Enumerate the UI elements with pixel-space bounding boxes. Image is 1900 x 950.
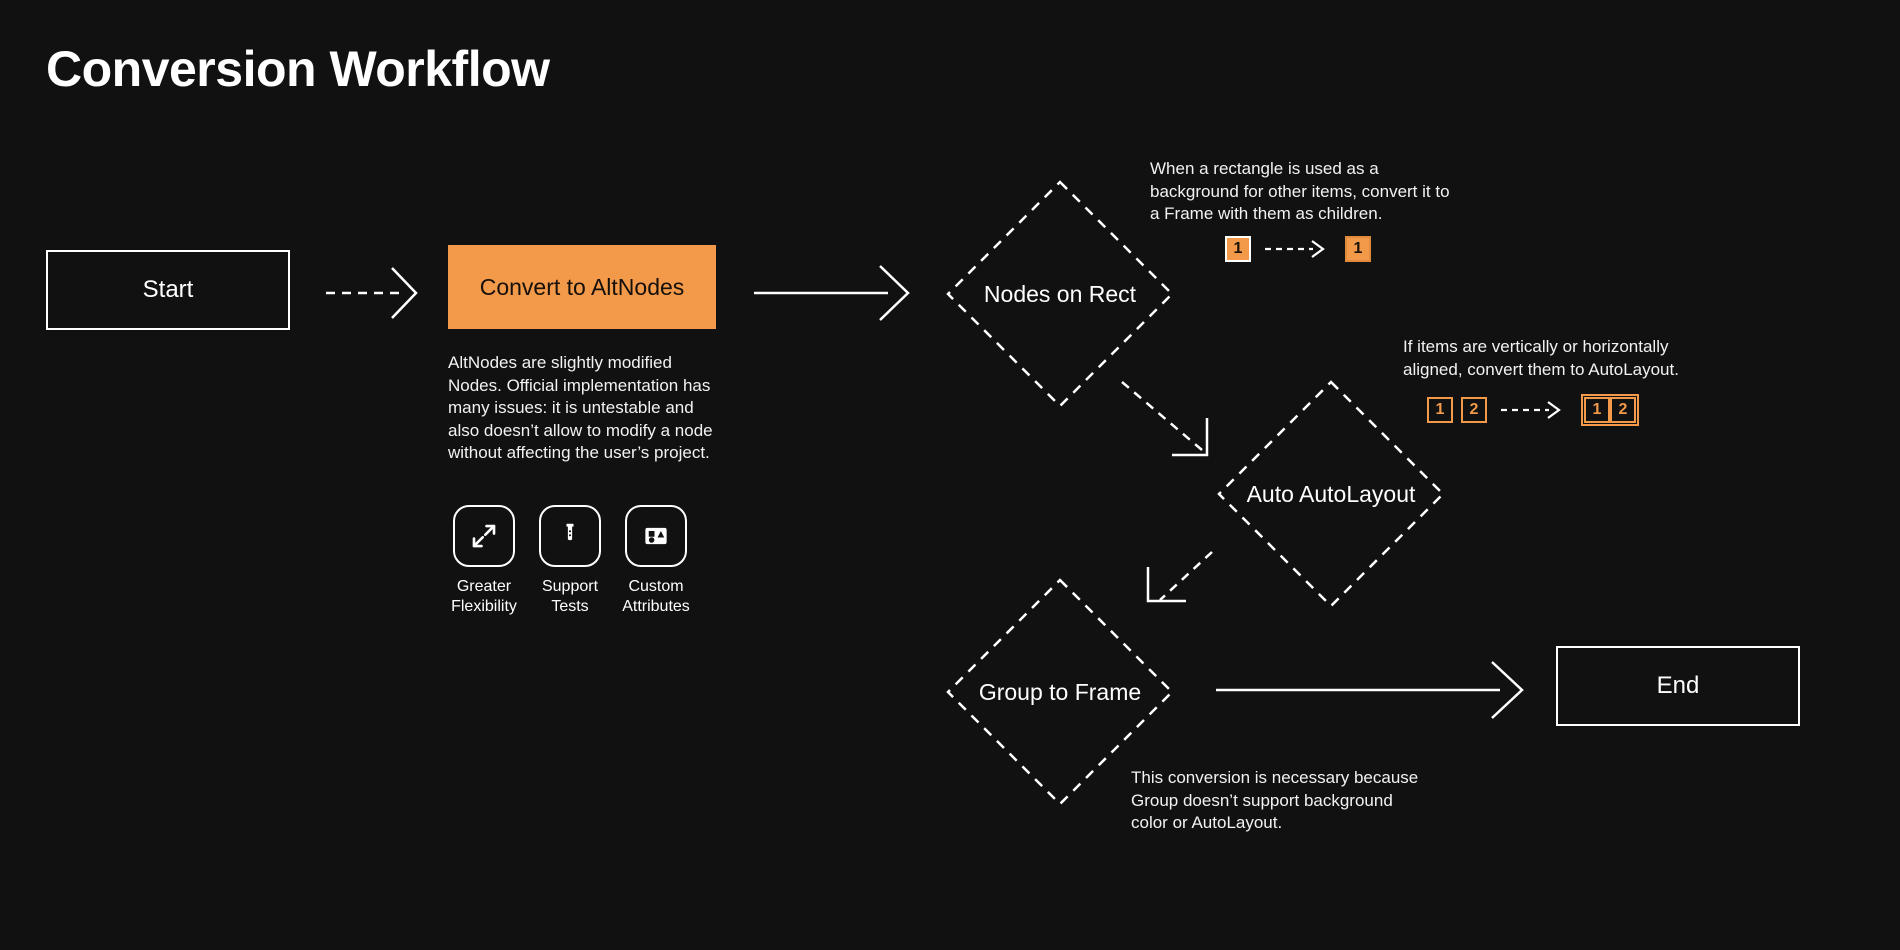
node-convert-to-altnodes[interactable]: Convert to AltNodes <box>448 245 716 329</box>
diamond-outline <box>946 578 1174 806</box>
shapes-icon <box>625 505 687 567</box>
note-group-to-frame: This conversion is necessary because Gro… <box>1131 768 1419 833</box>
feature-custom-attributes[interactable]: Custom Attributes <box>622 505 690 617</box>
diamond-outline <box>1217 380 1445 608</box>
node-end-label: End <box>1656 672 1700 699</box>
page-title: Conversion Workflow <box>46 41 550 97</box>
feature-label: Support Tests <box>541 578 599 615</box>
altnodes-description: AltNodes are slightly modified Nodes. Of… <box>448 353 713 463</box>
connector-start-to-convert <box>326 267 418 319</box>
badge-before-2: 2 <box>1461 397 1487 423</box>
dashed-right-arrow-icon <box>1265 239 1331 259</box>
node-convert-label: Convert to AltNodes <box>479 273 685 300</box>
connector-grouptoframe-to-end <box>1216 661 1524 719</box>
feature-support-tests[interactable]: Support Tests <box>536 505 604 617</box>
feature-label: Greater Flexibility <box>451 578 517 615</box>
note-auto-autolayout: If items are vertically or horizontally … <box>1403 337 1679 379</box>
feature-greater-flexibility[interactable]: Greater Flexibility <box>450 505 518 617</box>
illustration-rect-conversion: 1 1 <box>1225 236 1371 262</box>
expand-arrows-icon <box>453 505 515 567</box>
test-tube-icon <box>539 505 601 567</box>
node-nodes-on-rect[interactable]: Nodes on Rect <box>944 178 1176 410</box>
feature-label: Custom Attributes <box>622 578 690 615</box>
note-nodes-on-rect: When a rectangle is used as a background… <box>1150 159 1450 224</box>
badge-before-1: 1 <box>1225 236 1251 262</box>
illustration-autolayout-conversion: 1 2 1 2 <box>1427 394 1639 426</box>
diamond-outline <box>946 180 1174 408</box>
dashed-right-arrow-icon <box>1501 400 1567 420</box>
connector-convert-to-nodesonrect <box>754 265 910 321</box>
autolayout-frame-group: 1 2 <box>1581 394 1639 426</box>
badge-after-1: 1 <box>1345 236 1371 262</box>
badge-after-1: 1 <box>1584 397 1610 423</box>
badge-after-2: 2 <box>1610 397 1636 423</box>
node-start[interactable]: Start <box>46 250 290 330</box>
node-auto-autolayout[interactable]: Auto AutoLayout <box>1215 378 1447 610</box>
badge-before-1: 1 <box>1427 397 1453 423</box>
node-end[interactable]: End <box>1556 646 1800 726</box>
node-start-label: Start <box>142 276 194 303</box>
feature-list: Greater Flexibility Support Tests <box>450 505 690 617</box>
